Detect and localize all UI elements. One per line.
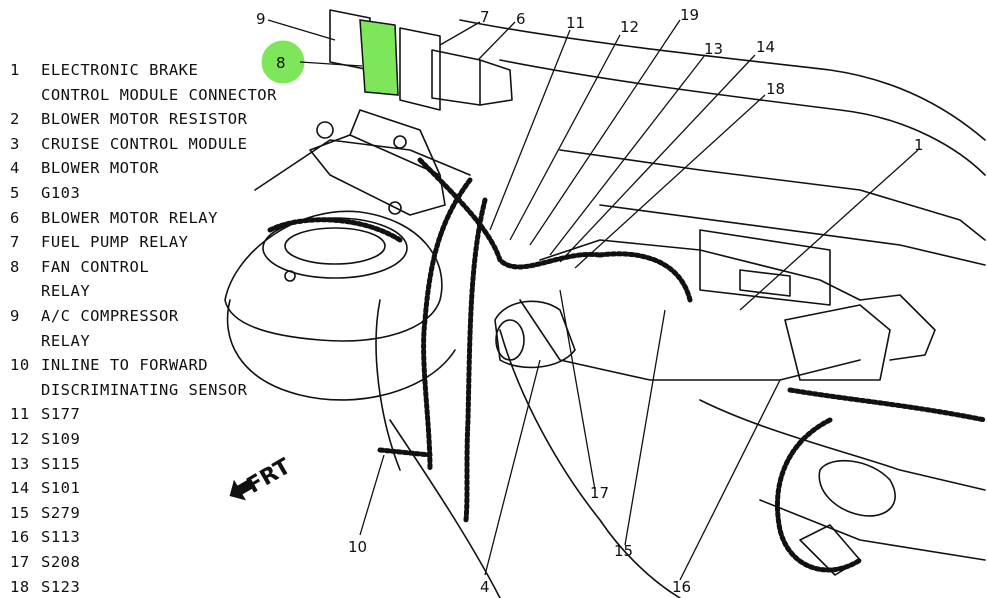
legend-text: S208 — [41, 553, 81, 571]
brake-module — [699, 229, 831, 306]
legend-text: S115 — [41, 454, 81, 473]
legend-text: S109 — [41, 430, 81, 448]
callout-6: 6 — [516, 10, 526, 28]
legend-number: 14 — [10, 479, 30, 498]
legend-number: 9 — [10, 307, 20, 325]
strut-tower — [224, 210, 443, 342]
callout-11: 11 — [566, 14, 585, 32]
legend-number: 15 — [10, 503, 30, 522]
legend-number: 8 — [10, 257, 20, 276]
legend-text: S279 — [41, 503, 81, 522]
callout-13: 13 — [704, 40, 723, 58]
legend-text: FAN CONTROL — [41, 257, 150, 276]
callout-7: 7 — [480, 8, 490, 26]
callout-19: 19 — [680, 6, 699, 24]
harness-main — [417, 157, 603, 270]
legend-text: INLINE TO FORWARD — [41, 356, 209, 375]
harness-lower — [774, 417, 863, 573]
legend-text: A/C COMPRESSOR — [41, 307, 179, 325]
callout-4: 4 — [480, 578, 490, 596]
firewall — [459, 19, 986, 141]
legend-text: BLOWER MOTOR RELAY — [41, 208, 218, 227]
callout-8: 8 — [276, 54, 286, 72]
callout-12: 12 — [620, 18, 639, 36]
frt-arrow-icon — [229, 478, 256, 501]
fan-control-relay-highlight — [359, 19, 399, 96]
callout-16: 16 — [672, 578, 691, 596]
front-direction-indicator: FRT — [229, 454, 295, 501]
legend-text: DISCRIMINATING SENSOR — [41, 380, 248, 399]
legend-text: S123 — [41, 577, 81, 596]
legend-number: 7 — [10, 233, 20, 252]
callout-10: 10 — [348, 538, 367, 556]
legend-number: 13 — [10, 454, 30, 473]
legend-number: 2 — [10, 110, 20, 129]
legend-number: 16 — [10, 528, 30, 547]
harness-left — [421, 177, 473, 473]
legend-number: 18 — [10, 577, 30, 596]
legend-text: S177 — [41, 405, 81, 424]
legend-number: 3 — [10, 134, 20, 153]
legend-number: 4 — [10, 159, 20, 178]
legend-text: G103 — [41, 184, 81, 202]
callout-17: 17 — [590, 484, 609, 502]
legend-number: 5 — [10, 184, 20, 202]
callout-14: 14 — [756, 38, 775, 56]
blower-motor-housing — [494, 300, 576, 369]
callout-1: 1 — [914, 136, 924, 154]
legend-text: BLOWER MOTOR — [41, 159, 159, 178]
legend-number: 1 — [10, 61, 20, 79]
callout-9: 9 — [256, 10, 266, 28]
legend-number: 10 — [10, 356, 30, 375]
legend-text: FUEL PUMP RELAY — [41, 233, 189, 252]
frt-label: FRT — [243, 454, 295, 499]
legend-text: ELECTRONIC BRAKE — [41, 61, 199, 79]
legend-text: CRUISE CONTROL MODULE — [41, 134, 248, 153]
legend-text: RELAY — [41, 331, 91, 350]
legend-text: CONTROL MODULE CONNECTOR — [41, 85, 277, 104]
legend-text: S101 — [41, 479, 81, 498]
callout-18: 18 — [766, 80, 785, 98]
harness-right — [787, 387, 987, 423]
legend-number: 17 — [10, 553, 30, 571]
legend-text: BLOWER MOTOR RESISTOR — [41, 110, 248, 129]
legend-number: 6 — [10, 208, 20, 227]
callout-15: 15 — [614, 542, 633, 560]
legend-number: 12 — [10, 430, 30, 448]
lower-connector — [818, 459, 896, 517]
relay-bracket — [309, 134, 446, 216]
legend-text: S113 — [41, 528, 81, 547]
legend-text: RELAY — [41, 282, 91, 301]
legend-number: 11 — [10, 405, 30, 424]
